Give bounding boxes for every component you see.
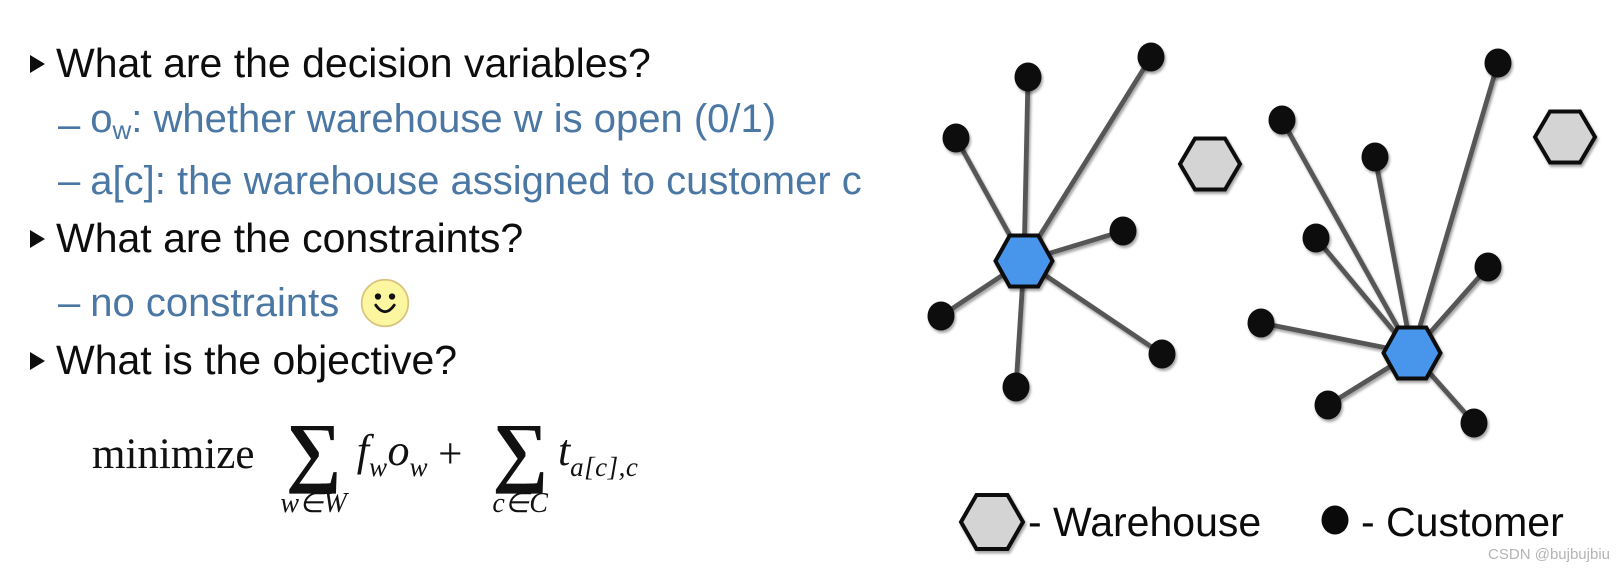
warehouse-node-open <box>993 233 1055 289</box>
customer-node <box>1474 252 1502 282</box>
sum-index-warehouses: w∈W <box>280 488 347 519</box>
warehouse-node-closed <box>1177 136 1243 192</box>
legend-warehouse-label: - Warehouse <box>1028 499 1261 545</box>
term-transport-cost: ta[c],c <box>558 425 638 483</box>
subitem-text: ow: whether warehouse w is open (0/1) <box>90 98 776 151</box>
var-f-subscript: w <box>369 452 388 482</box>
sigma-symbol: ∑ <box>492 407 548 494</box>
sigma-symbol: ∑ <box>285 407 342 494</box>
dash-bullet: – <box>58 102 81 147</box>
heading-text: What are the decision variables? <box>56 40 651 86</box>
assignment-edge <box>1409 62 1501 354</box>
customer-node <box>1247 308 1275 338</box>
var-f: f <box>356 426 370 475</box>
var-o-subscript: w <box>409 452 429 482</box>
bullet-triangle-icon <box>30 55 45 73</box>
customer-node <box>1014 62 1042 92</box>
legend-customer-label: - Customer <box>1361 499 1564 545</box>
var-t: t <box>557 426 571 475</box>
var-o: o <box>387 426 410 475</box>
dash-bullet: – <box>58 281 81 325</box>
subitem-assignment-variable: – a[c]: the warehouse assigned to custom… <box>58 160 862 202</box>
subitem-open-variable: – ow: whether warehouse w is open (0/1) <box>58 98 776 151</box>
smiley-face-icon <box>361 278 410 328</box>
assignment-edge <box>1022 259 1164 356</box>
customer-node <box>927 301 955 331</box>
bullet-objective: What is the objective? <box>30 339 457 381</box>
customer-node <box>1148 339 1176 369</box>
assignment-edge <box>1021 76 1031 262</box>
customer-node <box>1137 42 1165 72</box>
bullet-decision-variables: What are the decision variables? <box>30 42 651 84</box>
legend-warehouse-icon <box>958 493 1026 551</box>
var-t-subscript: a[c],c <box>570 452 639 482</box>
customer-node <box>1314 390 1342 420</box>
variable-base: o <box>90 97 113 141</box>
assignment-edge <box>1021 55 1154 263</box>
customer-node <box>1268 105 1296 135</box>
subitem-text: no constraints <box>90 281 340 325</box>
sum-over-customers: ∑ c∈C <box>492 407 548 519</box>
subitem-no-constraints: – no constraints <box>58 277 411 329</box>
warehouse-node-open <box>1381 325 1443 381</box>
variable-description: : whether warehouse w is open (0/1) <box>131 97 777 141</box>
heading-text: What is the objective? <box>56 337 458 383</box>
sum-index-customers: c∈C <box>492 488 548 519</box>
legend-customer-icon <box>1321 505 1349 535</box>
customer-node <box>1002 372 1030 402</box>
assignment-edge <box>1279 118 1415 355</box>
assignment-edge <box>1372 156 1415 354</box>
bullet-triangle-icon <box>30 230 45 248</box>
warehouse-node-closed <box>1532 109 1598 165</box>
customer-node <box>1460 408 1488 438</box>
customer-node <box>942 123 970 153</box>
dash-bullet: – <box>58 159 81 203</box>
plus-sign: + <box>438 430 463 478</box>
objective-formula: minimize ∑ w∈W fwow + ∑ c∈C ta[c],c <box>92 407 638 519</box>
customer-node <box>1484 48 1512 78</box>
customer-node <box>1361 142 1389 172</box>
bullet-triangle-icon <box>30 352 45 370</box>
term-fixed-cost: fwow <box>357 425 428 483</box>
subitem-text: a[c]: the warehouse assigned to customer… <box>90 159 862 203</box>
sum-over-warehouses: ∑ w∈W <box>280 407 347 519</box>
customer-node <box>1109 216 1137 246</box>
bullet-constraints: What are the constraints? <box>30 217 523 259</box>
watermark-text: CSDN @bujbujbiu <box>1488 546 1610 563</box>
formula-minimize: minimize <box>92 430 255 478</box>
heading-text: What are the constraints? <box>56 215 524 261</box>
variable-subscript: w <box>112 115 132 145</box>
customer-node <box>1302 223 1330 253</box>
